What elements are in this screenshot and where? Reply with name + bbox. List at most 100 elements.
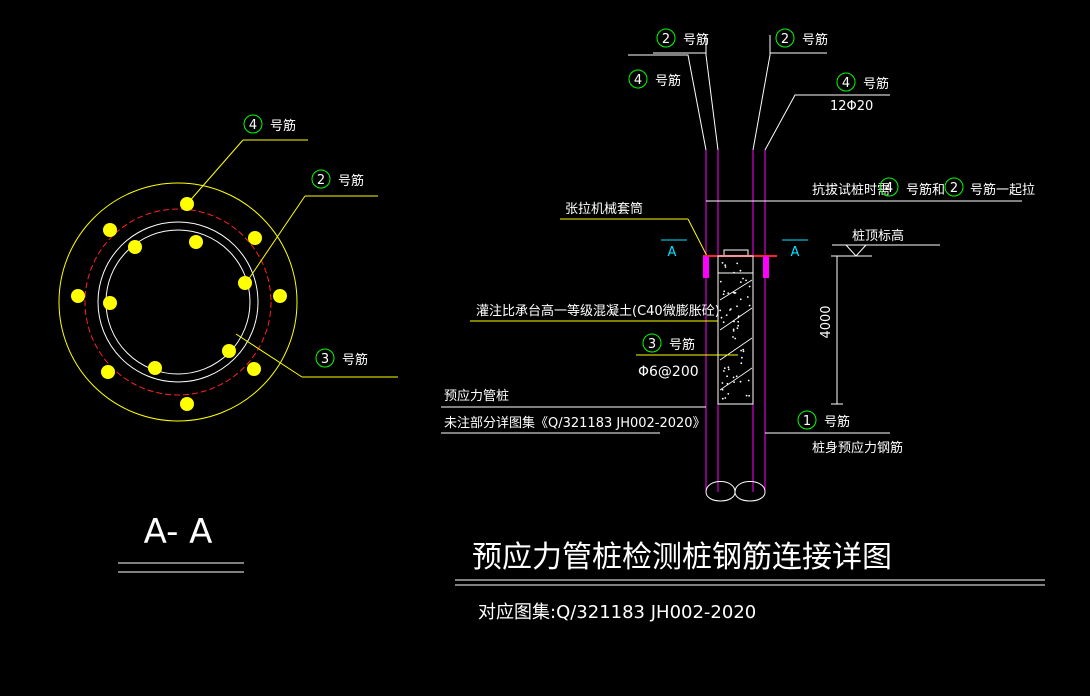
aggregate-dot — [719, 280, 722, 283]
top-callout-2-left: 2 号筋 — [656, 28, 709, 48]
rebar-dot — [128, 240, 142, 254]
rebar-dots — [71, 197, 287, 411]
rebar-dot — [247, 362, 261, 376]
elevation-callout-3: 3 号筋 Φ6@200 — [636, 333, 738, 380]
callout-number: 3 — [648, 337, 656, 352]
rebar-dot — [101, 365, 115, 379]
aggregate-dot — [721, 397, 724, 400]
aggregate-dot — [724, 266, 727, 268]
aggregate-dot — [737, 320, 740, 323]
aggregate-dot — [739, 298, 742, 301]
aggregate-dot — [725, 314, 728, 316]
rebar-dot — [273, 289, 287, 303]
aggregate-dot — [727, 292, 730, 294]
section-callout-2: 2 号筋 — [245, 169, 378, 284]
aggregate-dot — [742, 277, 744, 280]
aggregate-dot — [732, 330, 735, 332]
aggregate-dot — [745, 394, 748, 397]
number-circle — [311, 169, 331, 189]
aggregate-dot — [722, 321, 725, 324]
spec-12phi20: 12Φ20 — [830, 99, 873, 114]
callout-number: 4 — [249, 118, 257, 133]
concrete-aggregate — [719, 262, 751, 400]
aggregate-dot — [724, 397, 727, 399]
uplift-note: 抗拔试桩时需 4 号筋和 2 号筋一起拉 — [812, 177, 1035, 198]
sleeve-left — [703, 256, 709, 278]
note-number-1: 4 — [885, 181, 893, 196]
aggregate-dot — [724, 264, 727, 267]
pipe-pile-label: 预应力管桩 — [444, 388, 509, 404]
callout-label: 号筋 — [270, 118, 296, 134]
pile-elevation: 2 号筋 2 号筋 4 号筋 4 号筋 12Φ20 抗拔试桩时需 4 号筋和 2 — [441, 28, 1035, 502]
aggregate-dot — [733, 320, 735, 323]
note-text: 抗拔试桩时需 — [812, 183, 890, 198]
concrete-infill — [717, 255, 754, 405]
callout-number: 4 — [842, 76, 850, 91]
aggregate-dot — [740, 362, 743, 365]
top-callout-2-right: 2 号筋 — [775, 28, 828, 48]
drawing-title: 预应力管桩检测桩钢筋连接详图 — [472, 540, 892, 575]
aggregate-dot — [721, 388, 724, 391]
aggregate-dot — [737, 324, 740, 327]
callout-label: 号筋 — [342, 352, 368, 368]
aggregate-dot — [748, 304, 751, 307]
prestress-ring-red — [84, 208, 272, 396]
aggregate-dot — [721, 382, 724, 384]
aggregate-dot — [721, 262, 724, 264]
section-mark-text: A — [791, 245, 800, 260]
aggregate-dot — [727, 393, 730, 395]
section-title: A- A — [144, 512, 213, 552]
aggregate-dot — [746, 296, 749, 298]
aggregate-dot — [739, 380, 742, 383]
aggregate-dot — [727, 366, 730, 369]
note-end: 号筋一起拉 — [970, 182, 1035, 198]
infill-rect — [717, 255, 754, 405]
aggregate-dot — [741, 356, 743, 359]
top-callout-4-right: 4 号筋 — [836, 72, 889, 92]
aggregate-dot — [719, 309, 722, 312]
aggregate-dot — [736, 305, 738, 308]
spec-phi6: Φ6@200 — [638, 364, 699, 380]
rebar-dot — [189, 235, 203, 249]
aggregate-dot — [735, 375, 738, 378]
top-callout-4-left: 4 号筋 — [628, 69, 681, 89]
aggregate-dot — [740, 349, 742, 352]
number-circle — [315, 348, 335, 368]
aggregate-dot — [742, 348, 745, 351]
aggregate-dot — [748, 394, 750, 397]
callout-label: 号筋 — [824, 414, 850, 430]
break-symbol-left — [705, 481, 736, 502]
atlas-label: 未注部分详图集《Q/321183 JH002-2020》 — [444, 415, 706, 431]
aggregate-dot — [733, 292, 736, 294]
callout-number: 1 — [803, 414, 811, 429]
aggregate-dot — [737, 315, 740, 318]
callout-number: 2 — [662, 32, 670, 47]
callout-number: 3 — [321, 352, 329, 367]
aggregate-dot — [739, 281, 742, 283]
drawing-subtitle: 对应图集:Q/321183 JH002-2020 — [478, 602, 756, 623]
aggregate-dot — [742, 350, 745, 353]
concrete-label: 灌注比承台高一等级混凝土(C40微膨胀砼) — [476, 303, 720, 319]
rebar-dot — [180, 397, 194, 411]
aggregate-dot — [723, 290, 726, 293]
pile-inner-circle-outer — [97, 221, 259, 383]
section-mark-text: A — [668, 245, 677, 260]
aggregate-dot — [732, 336, 734, 338]
aggregate-dot — [734, 337, 737, 340]
aggregate-dot — [720, 316, 723, 319]
break-symbol-right — [734, 481, 766, 502]
rebar-dot — [71, 289, 85, 303]
aggregate-dot — [747, 379, 750, 382]
aggregate-dot — [748, 285, 751, 288]
aggregate-dot — [733, 381, 735, 383]
callout-label: 号筋 — [669, 337, 695, 353]
aggregate-dot — [732, 328, 735, 331]
rebar-2-left — [705, 35, 719, 151]
section-callout-4: 4 号筋 — [186, 114, 308, 205]
section-mark-left: A — [661, 239, 687, 260]
section-callout-3: 3 号筋 — [235, 333, 398, 378]
pile-outer-circle — [58, 182, 298, 422]
rebar-dot — [103, 296, 117, 310]
pile-top-label: 桩顶标高 — [852, 228, 904, 244]
